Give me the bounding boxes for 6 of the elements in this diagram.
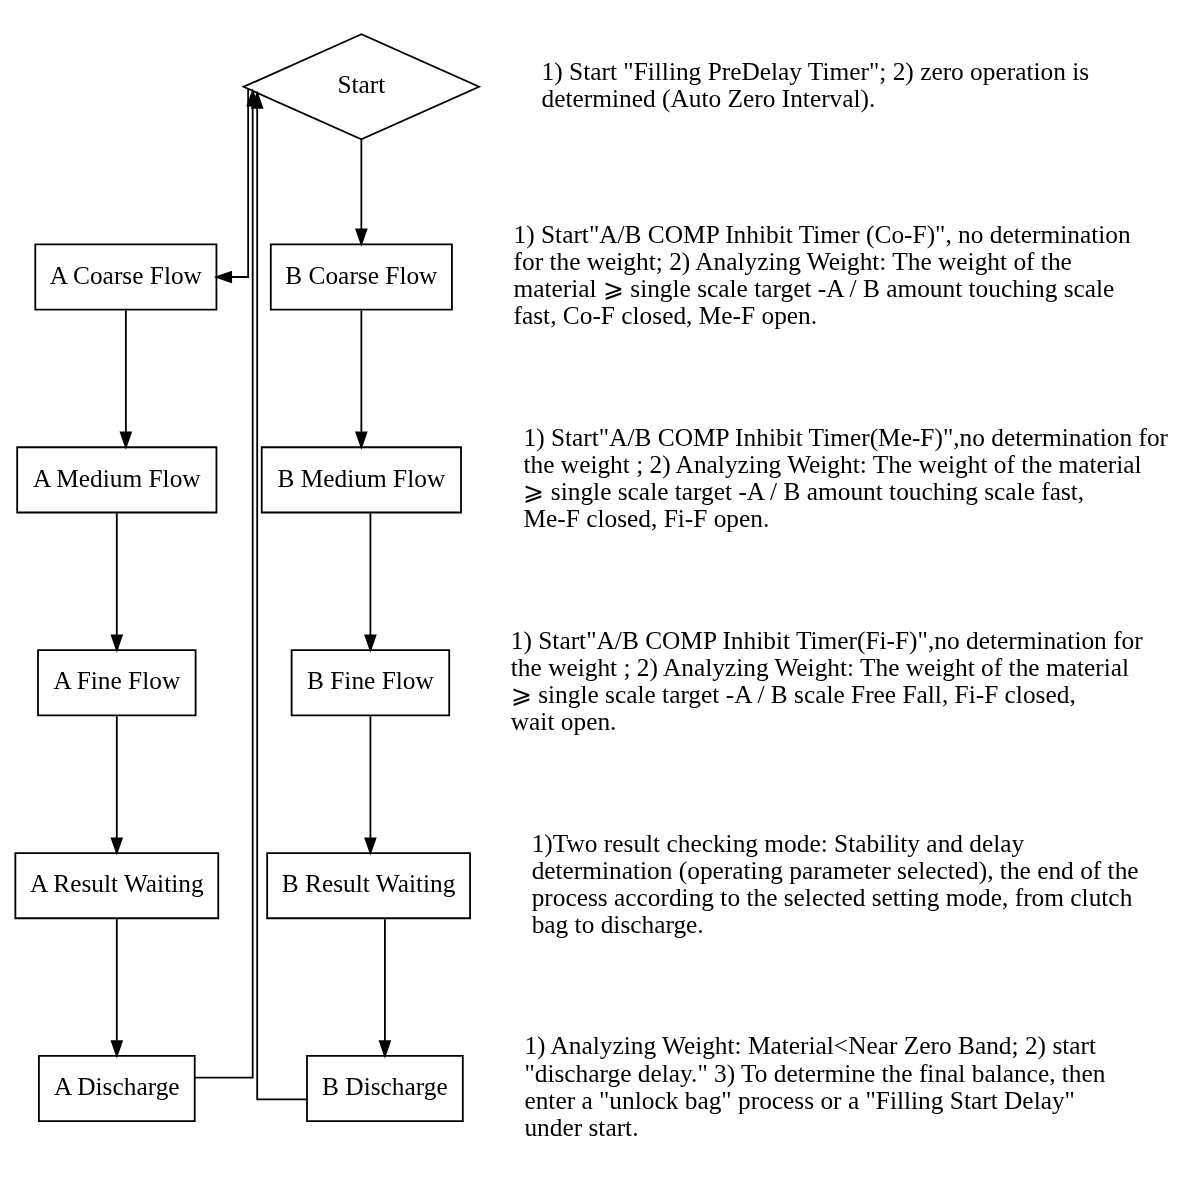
label: 1)Two result checking mode: Stability and delay determination (operating parameter selected), the end of the process according to the selected setting mode, from clutch bag to discharge. — [531, 828, 1139, 938]
label: 1) Start"A/B COMP Inhibit Timer(Me-F)",no determination for the weight ; 2) Analyzing Weight: The weight of the material ⩾ single scale target -A / B amount touching scale fast, Me-F closed, Fi-F open. — [523, 422, 1169, 532]
label: 1) Analyzing Weight: Material<Near Zero Band; 2) start "discharge delay." 3) To determine the final balance, then enter a "unlock bag" process or a "Filling Start Delay" under start. — [524, 1030, 1106, 1141]
label: 1) Start "Filling PreDelay Timer"; 2) zero operation is determined (Auto Zero Interval). — [541, 56, 1090, 112]
label: 1) Start"A/B COMP Inhibit Timer (Co-F)", no determination for the weight; 2) Analyzing Weight: The weight of the material ⩾ single scale target -A / B amount touching scale fast, Co-F closed, Me-F open. — [513, 219, 1131, 329]
label: 1) Start"A/B COMP Inhibit Timer(Fi-F)",no determination for the weight ; 2) Analyzing Weight: The weight of the material ⩾ single scale target -A / B scale Free Fall, Fi-F closed, wait open. — [510, 625, 1143, 735]
